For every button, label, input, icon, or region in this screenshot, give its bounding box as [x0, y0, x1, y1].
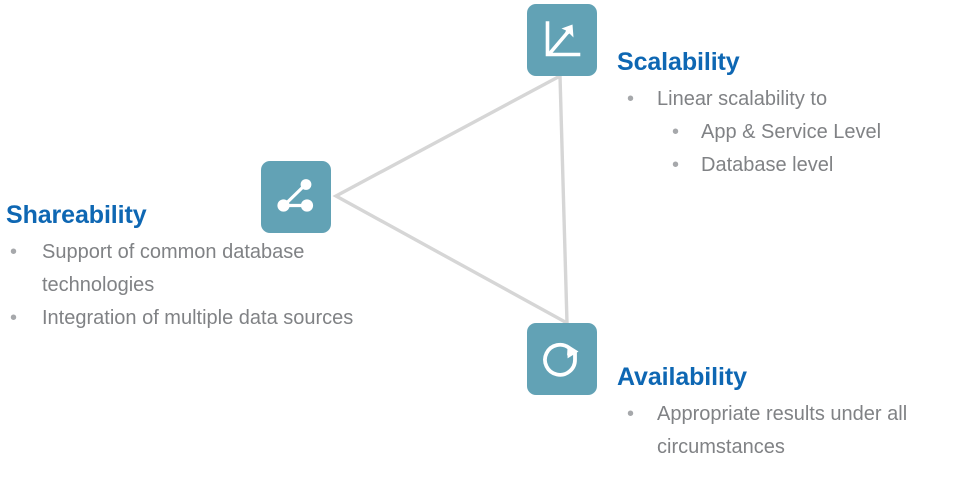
bullet-list-availability: • Appropriate results under all circumst…: [617, 398, 961, 464]
icon-tile-availability[interactable]: [527, 323, 597, 395]
share-network-icon: [275, 176, 317, 218]
bullet-dot-icon: •: [672, 121, 680, 143]
bullet-dot-icon: •: [627, 403, 635, 425]
list-item-label: Linear scalability to: [657, 88, 828, 110]
list-item: • Integration of multiple data sources: [6, 302, 386, 335]
list-item-label: Integration of multiple data sources: [42, 307, 354, 329]
growth-chart-arrow-icon: [540, 18, 584, 62]
refresh-circular-arrow-icon: [539, 336, 585, 382]
heading-availability: Availability: [617, 363, 747, 391]
list-item-label: Database level: [701, 154, 834, 176]
list-item: • Support of common database technologie…: [6, 236, 386, 302]
list-item: • Appropriate results under all circumst…: [617, 398, 961, 464]
list-item-label: Appropriate results under all circumstan…: [657, 403, 908, 458]
list-item-label: App & Service Level: [701, 121, 882, 143]
heading-shareability: Shareability: [6, 201, 147, 229]
bullet-list-scalability: • Linear scalability to • App & Service …: [617, 83, 957, 182]
text-block-availability: Availability • Appropriate results under…: [617, 362, 961, 464]
list-item: • App & Service Level: [617, 116, 957, 149]
heading-scalability: Scalability: [617, 48, 740, 76]
icon-tile-scalability[interactable]: [527, 4, 597, 76]
bullet-dot-icon: •: [627, 88, 635, 110]
icon-tile-shareability[interactable]: [261, 161, 331, 233]
list-item-label: Support of common database technologies: [42, 241, 305, 296]
bullet-dot-icon: •: [672, 154, 680, 176]
list-item: • Database level: [617, 149, 957, 182]
bullet-dot-icon: •: [10, 241, 18, 263]
list-item: • Linear scalability to: [617, 83, 957, 116]
bullet-list-shareability: • Support of common database technologie…: [6, 236, 386, 335]
text-block-shareability: Shareability • Support of common databas…: [6, 200, 386, 335]
bullet-dot-icon: •: [10, 307, 18, 329]
text-block-scalability: Scalability • Linear scalability to • Ap…: [617, 47, 957, 182]
